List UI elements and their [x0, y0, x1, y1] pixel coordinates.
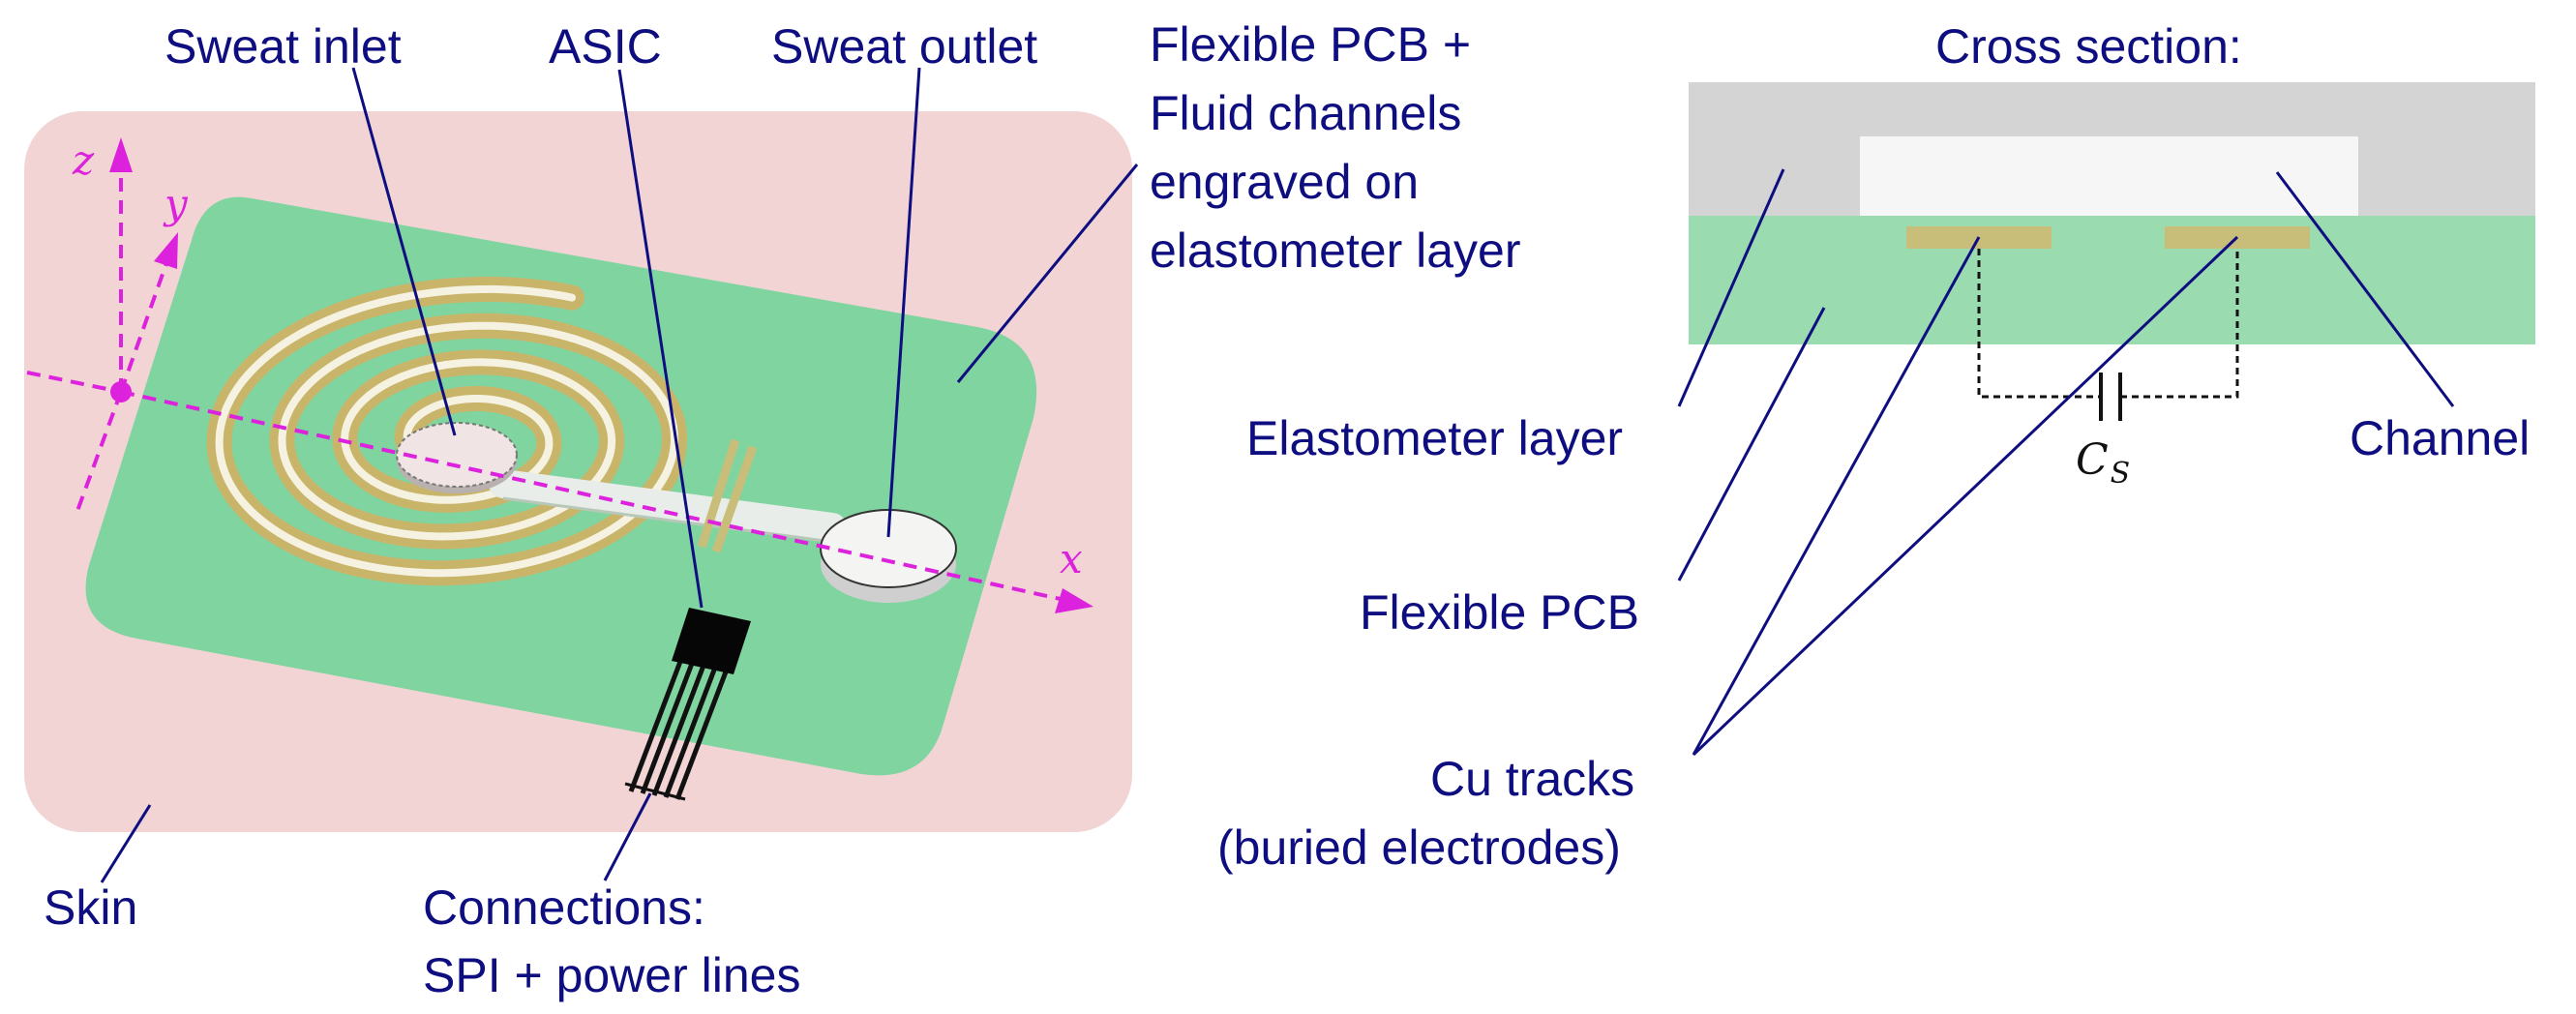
cross-section-view: Cross section: CS Elastometer layer Chan… [1217, 19, 2535, 875]
channel-label: Channel [2350, 411, 2530, 465]
device-3d-view: x y z Sweat inlet ASIC Sweat outlet Flex… [24, 17, 1521, 1002]
outlet-channel [489, 469, 847, 542]
connections-label-line2: SPI + power lines [423, 948, 800, 1002]
cu-track-left-leader [1692, 236, 1981, 756]
connections-leader [603, 792, 652, 881]
pcb-label-line2: Fluid channels [1150, 86, 1461, 140]
flexible-pcb-block [1689, 216, 2535, 344]
channel-cavity [1860, 136, 2358, 216]
pcb-label-line1: Flexible PCB + [1150, 17, 1471, 72]
pcb-label-line4: elastometer layer [1150, 224, 1521, 278]
skin-leader [100, 804, 152, 883]
outlet-channel-edge [502, 496, 833, 544]
connections-label-line1: Connections: [423, 880, 705, 935]
sweat-outlet-leader [886, 67, 921, 538]
spiral-fluid-channel [206, 276, 688, 586]
cu-tracks-label-line1: Cu tracks [1430, 752, 1634, 806]
x-axis-label: x [1060, 535, 1083, 582]
pcb-leader [956, 164, 1139, 383]
flexible-pcb-leader [1677, 307, 1826, 582]
cross-section-title: Cross section: [1935, 19, 2242, 74]
sweat-outlet-disk [820, 509, 957, 603]
sweat-inlet-well [396, 422, 518, 493]
sweat-inlet-leader [351, 67, 457, 436]
right-leader-lines [1677, 168, 2455, 757]
y-axis-arrow [154, 232, 178, 269]
z-axis-label: z [72, 136, 95, 184]
flexible-pcb-label: Flexible PCB [1360, 585, 1639, 640]
x-axis-arrow [1055, 588, 1093, 613]
asic-trace-right [711, 445, 758, 553]
z-axis-arrow [109, 137, 133, 172]
y-axis-label: y [163, 180, 189, 227]
cu-track-right-leader [1692, 235, 2239, 757]
y-axis-line [119, 262, 168, 393]
spiral-channel-core [215, 284, 679, 578]
asic-chip [672, 608, 751, 674]
elastometer-leader [1677, 168, 1785, 407]
x-axis-line [120, 390, 1065, 602]
x-axis-back [26, 371, 122, 394]
channel-leader [2275, 171, 2455, 407]
skin-label: Skin [44, 880, 137, 935]
capacitor-label: CS [2076, 435, 2130, 491]
asic-label: ASIC [549, 19, 662, 74]
elastometer-layer-label: Elastometer layer [1246, 411, 1623, 465]
axis-origin [110, 381, 132, 403]
left-leader-lines [100, 67, 1139, 883]
capacitor-symbol: CS [1977, 249, 2239, 491]
coordinate-axes: x y z [26, 136, 1093, 613]
cu-tracks-label-line2: (buried electrodes) [1217, 820, 1621, 875]
sweat-outlet-label: Sweat outlet [771, 19, 1037, 74]
asic-trace-left [697, 438, 740, 549]
pcb-label-line3: engraved on [1150, 155, 1419, 209]
asic-leader [617, 69, 704, 609]
sweat-inlet-label: Sweat inlet [165, 19, 402, 74]
